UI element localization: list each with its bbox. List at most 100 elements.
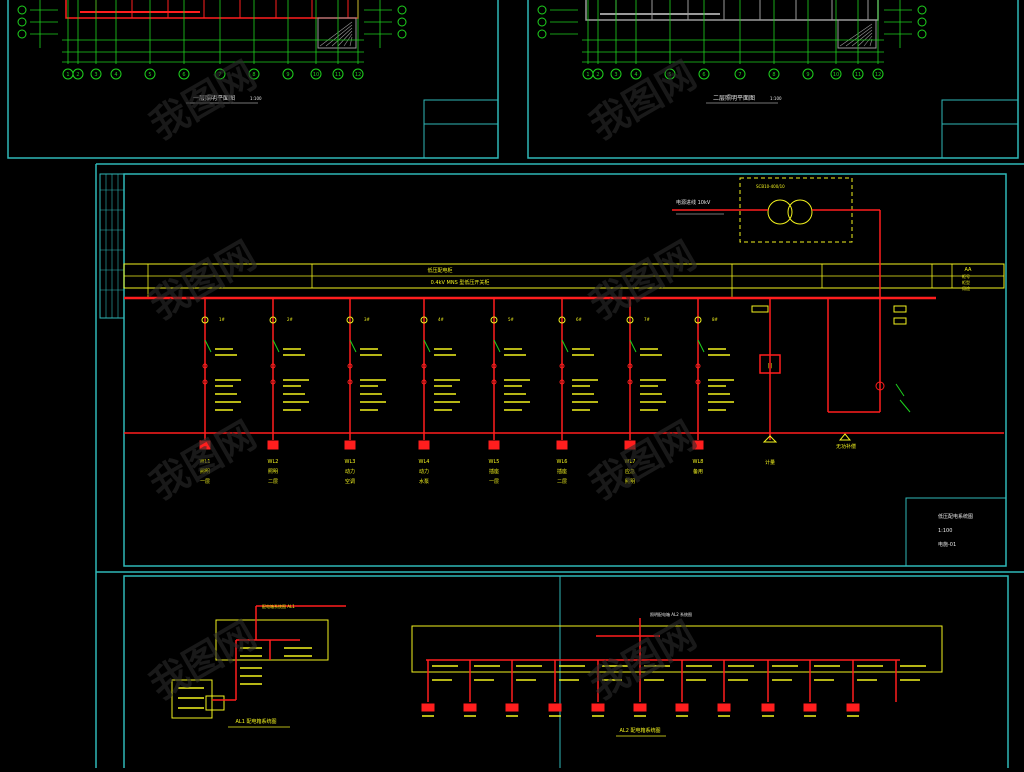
feeder-bottom-label: WL4 [419, 459, 430, 465]
side-axis-bubble [537, 29, 547, 39]
axis-number: 5 [148, 72, 151, 78]
feeder-label: 3# [364, 317, 371, 322]
axis-number: 4 [634, 72, 637, 78]
feeder-label: 5# [508, 317, 515, 322]
switch-symbol [349, 339, 357, 353]
axis-bubble [144, 68, 156, 80]
meter-symbol: | | [768, 363, 773, 369]
sub-feeder-circuit [421, 660, 458, 717]
contact-icon [627, 363, 633, 369]
building-outline [585, 0, 879, 21]
contact-icon [421, 363, 427, 369]
contact-icon [559, 379, 565, 385]
feeder-bottom-label: 备用 [693, 468, 703, 475]
axis-bubble [630, 68, 642, 80]
axis-bubble [592, 68, 604, 80]
plan-caption: 二层照明平面图 [713, 95, 755, 102]
watermark-text: 我图网 [143, 233, 264, 328]
feeder-breaker-icon [346, 316, 354, 324]
feeder-label: 7# [644, 317, 651, 322]
building-outline [65, 0, 359, 19]
contact-icon [270, 379, 276, 385]
feeder-label: 1# [219, 317, 226, 322]
compensation-tag [893, 317, 907, 325]
sub-feeder-circuit [505, 660, 542, 717]
load-box-icon [675, 703, 689, 712]
axis-bubble [110, 68, 122, 80]
axis-number: 8 [772, 72, 775, 78]
axis-bubble [248, 68, 260, 80]
axis-bubble [332, 68, 344, 80]
stair-outline [317, 17, 357, 49]
sub-feeder-circuit [761, 660, 798, 717]
load-box-icon [199, 440, 211, 450]
feeder-bottom-label: 动力 [419, 468, 429, 475]
axis-bubble [768, 68, 780, 80]
axis-number: 6 [182, 72, 185, 78]
watermark-text: 我图网 [143, 613, 264, 708]
meter-tag [751, 305, 769, 313]
feeder-bottom-label: 动力 [345, 468, 355, 475]
axis-bubble [72, 68, 84, 80]
sub-feeder-circuit [895, 660, 926, 702]
sub-feeder-circuit [633, 660, 670, 717]
axis-bubble [698, 68, 710, 80]
axis-bubble [90, 68, 102, 80]
side-axis-bubble [17, 5, 27, 15]
axis-number: 10 [833, 72, 839, 78]
feeder-bottom-label: WL5 [489, 459, 500, 465]
axis-number: 10 [313, 72, 319, 78]
load-box-icon [717, 703, 731, 712]
load-box-icon [344, 440, 356, 450]
feeder-bottom-label: 插座 [557, 468, 567, 475]
switch-symbol [272, 339, 280, 353]
stair-outline [837, 19, 877, 49]
distribution-box-al2 [411, 625, 943, 673]
bottom-right-caption: AL2 配电箱系统图 [620, 727, 661, 734]
feeder-bottom-label: 二层 [557, 479, 567, 485]
stair-step [319, 21, 353, 47]
axis-bubble [802, 68, 814, 80]
stair-step [839, 23, 873, 47]
side-axis-bubble [397, 5, 407, 15]
feeder-breaker-icon [490, 316, 498, 324]
side-axis-bubble [917, 5, 927, 15]
plan-scale: 1:100 [770, 96, 782, 101]
feeder-bottom-label: 照明 [200, 469, 210, 475]
switch-symbol [899, 399, 911, 413]
feeder-breaker-icon [420, 316, 428, 324]
axis-bubble [178, 68, 190, 80]
meter-box [759, 354, 781, 374]
axis-bubble [282, 68, 294, 80]
axis-bubble [830, 68, 842, 80]
load-box-icon [267, 440, 279, 450]
feeder-bottom-label: 二层 [268, 479, 278, 485]
axis-number: 1 [66, 72, 69, 78]
feeder-breaker-icon [269, 316, 277, 324]
feeder-label: 6# [576, 317, 583, 322]
contact-icon [202, 363, 208, 369]
contact-icon [347, 363, 353, 369]
axis-bubble [352, 68, 364, 80]
stair-step [331, 27, 353, 47]
transformer-winding-2 [787, 199, 813, 225]
axis-number: 9 [286, 72, 289, 78]
axis-bubble [664, 68, 676, 80]
load-box-icon [488, 440, 500, 450]
ground-icon [838, 433, 852, 441]
contact-icon [491, 363, 497, 369]
title-block-right [941, 99, 1019, 159]
bus-header-title: 低压配电柜 [427, 267, 452, 274]
sheet-frame-left [7, 0, 499, 159]
stair-step [851, 29, 873, 47]
title-block-main [905, 497, 1007, 567]
axis-number: 5 [668, 72, 671, 78]
stair-step [857, 32, 873, 47]
